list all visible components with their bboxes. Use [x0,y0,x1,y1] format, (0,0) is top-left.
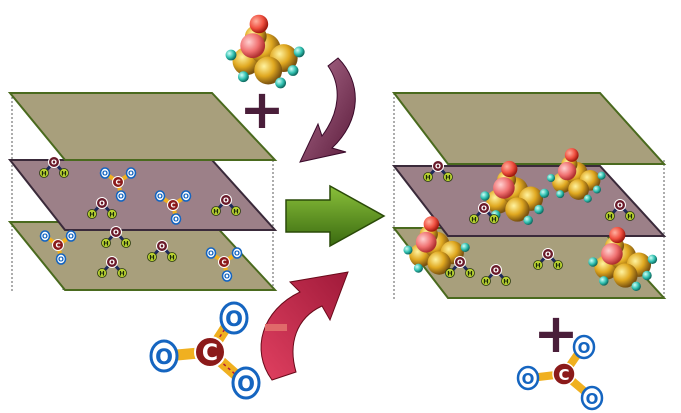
released-carbonate-ion: C O O O [516,334,604,411]
oxygen-atom-label: O [237,372,255,396]
carbon-atom-label: C [202,341,218,366]
left-middle-layer [7,159,278,231]
minus-sign [265,324,287,331]
main-reaction-arrow [285,184,386,248]
oxygen-atom-label: O [586,390,599,408]
oxygen-atom-label: O [578,339,591,357]
right-clay-stack [391,92,667,300]
oxygen-atom-label: O [155,345,173,369]
left-top-layer [7,92,278,161]
bottom-curved-arrow [260,271,349,381]
top-curved-arrow [299,57,356,163]
oxygen-atom-label: O [522,370,535,388]
carbonate-anion-large: C O O O [149,301,261,400]
oxygen-atom-label: O [225,307,243,331]
carbon-atom-label: C [558,366,569,384]
left-clay-stack [7,92,278,292]
right-top-layer [391,92,667,165]
plus-sign-top: + [239,78,284,141]
plus-sign-bottom: + [533,302,578,365]
